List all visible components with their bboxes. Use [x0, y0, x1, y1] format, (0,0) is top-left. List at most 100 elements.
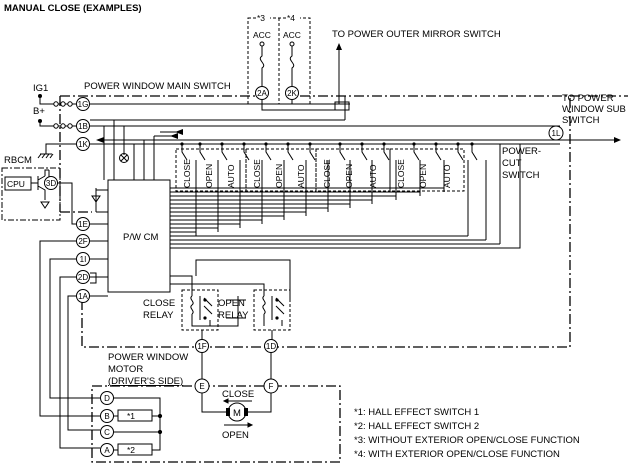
svg-text:OPEN: OPEN [274, 164, 284, 188]
motor-close-label: CLOSE [222, 389, 254, 400]
rbcm-label: RBCM [4, 155, 32, 166]
power-cut-label-1: POWER- [502, 146, 541, 157]
close-relay-label-2: RELAY [143, 310, 174, 321]
svg-text:1L: 1L [552, 129, 561, 138]
ref4-label: *4 [287, 13, 295, 23]
terminal-2D: 2D [76, 270, 90, 284]
open-relay [253, 289, 291, 331]
terminal-1F: 1F [195, 339, 209, 353]
ref3-label: *3 [257, 13, 265, 23]
svg-text:1F: 1F [197, 342, 206, 351]
terminal-1E: 1E [76, 217, 90, 231]
svg-text:*1: *1 [127, 411, 135, 421]
svg-text:1E: 1E [78, 220, 88, 229]
acc-box: *3 *4 ACC ACC [247, 13, 311, 105]
to-sub-label-2: WINDOW SUB [562, 104, 626, 115]
svg-text:*2: *2 [127, 445, 135, 455]
terminal-2K: 2K [285, 86, 299, 100]
terminal-3D: 3D [44, 176, 58, 190]
svg-text:OPEN: OPEN [344, 164, 354, 188]
svg-text:1G: 1G [78, 100, 89, 109]
power-cut-label-3: SWITCH [502, 170, 540, 181]
pwcm-internal [91, 188, 108, 213]
supply-wiring [39, 96, 76, 127]
bus-arrows [96, 129, 183, 143]
svg-text:3D: 3D [46, 179, 56, 188]
rbcm-box: CPU [1, 167, 61, 221]
switch-to-cm-lines [170, 144, 521, 249]
terminal-1A: 1A [76, 289, 90, 303]
bplus-label: B+ [33, 106, 45, 117]
terminal-2F: 2F [76, 234, 90, 248]
terminal-1G: 1G [76, 97, 90, 111]
svg-text:2K: 2K [287, 89, 297, 98]
svg-text:1D: 1D [266, 342, 276, 351]
svg-text:C: C [104, 428, 110, 437]
bus-lines [90, 103, 621, 180]
svg-text:1K: 1K [78, 140, 88, 149]
svg-text:B: B [104, 412, 109, 421]
acc-label-3: ACC [253, 30, 271, 40]
relay-wiring [170, 259, 291, 346]
svg-text:CLOSE: CLOSE [322, 159, 332, 188]
svg-text:CLOSE: CLOSE [396, 159, 406, 188]
motor-label-3: (DRIVER'S SIDE) [108, 376, 183, 387]
supply-fuses [38, 94, 73, 129]
note-4: *4: WITH EXTERIOR OPEN/CLOSE FUNCTION [354, 449, 560, 460]
motor-direction-arrows [222, 398, 254, 428]
switch-group-4: CLOSE OPEN AUTO [389, 148, 465, 192]
to-sub-label-1: TO POWER [562, 93, 614, 104]
switch-group-3: CLOSE OPEN AUTO [315, 148, 391, 192]
motor-label-1: POWER WINDOW [108, 352, 188, 363]
left-connector-wiring [39, 240, 108, 449]
hall-sensor-wiring [113, 397, 163, 451]
cpu-label: CPU [7, 179, 25, 189]
svg-text:AUTO: AUTO [368, 164, 378, 188]
terminal-1I: 1I [76, 252, 90, 266]
note-1: *1: HALL EFFECT SWITCH 1 [354, 407, 479, 418]
open-relay-label-1: OPEN [218, 298, 245, 309]
main-switch-label: POWER WINDOW MAIN SWITCH [84, 81, 231, 92]
svg-text:1I: 1I [80, 255, 87, 264]
switch-group-1: CLOSE OPEN AUTO [175, 148, 247, 192]
svg-text:D: D [104, 394, 110, 403]
ground-1k [37, 143, 76, 159]
terminal-1L: 1L [548, 125, 564, 141]
svg-text:CLOSE: CLOSE [252, 159, 262, 188]
svg-text:A: A [104, 446, 110, 455]
svg-text:OPEN: OPEN [418, 164, 428, 188]
terminal-D: D [100, 391, 114, 405]
svg-text:F: F [269, 382, 274, 391]
svg-text:2A: 2A [257, 89, 267, 98]
note-3: *3: WITHOUT EXTERIOR OPEN/CLOSE FUNCTION [354, 435, 580, 446]
bus-resistor [119, 153, 129, 163]
terminal-1K: 1K [76, 137, 90, 151]
svg-text:2F: 2F [78, 237, 87, 246]
close-relay-label-1: CLOSE [143, 298, 175, 309]
terminal-E: E [194, 378, 210, 394]
motor-boundary [91, 385, 341, 463]
svg-text:AUTO: AUTO [226, 164, 236, 188]
pwcm-label: P/W CM [123, 232, 158, 243]
motor-label-2: MOTOR [108, 364, 143, 375]
motor-open-label: OPEN [222, 430, 249, 441]
svg-text:M: M [233, 408, 241, 419]
svg-text:AUTO: AUTO [296, 164, 306, 188]
to-sub-label-3: SWITCH [562, 115, 600, 126]
svg-text:2D: 2D [78, 273, 88, 282]
close-relay [181, 289, 219, 331]
mirror-feed [261, 43, 350, 120]
hall-sensor-1: *1 [117, 409, 153, 422]
main-switch-boundary [59, 95, 628, 348]
terminal-B: B [100, 409, 114, 423]
svg-text:1B: 1B [78, 122, 88, 131]
pwcm-box [107, 179, 171, 293]
motor-wiring [201, 352, 272, 413]
svg-text:OPEN: OPEN [204, 164, 214, 188]
to-mirror-label: TO POWER OUTER MIRROR SWITCH [332, 29, 501, 40]
open-relay-label-2: RELAY [218, 310, 249, 321]
svg-text:CLOSE: CLOSE [182, 159, 192, 188]
terminal-C: C [100, 425, 114, 439]
terminal-1B: 1B [76, 119, 90, 133]
terminal-F: F [263, 378, 279, 394]
